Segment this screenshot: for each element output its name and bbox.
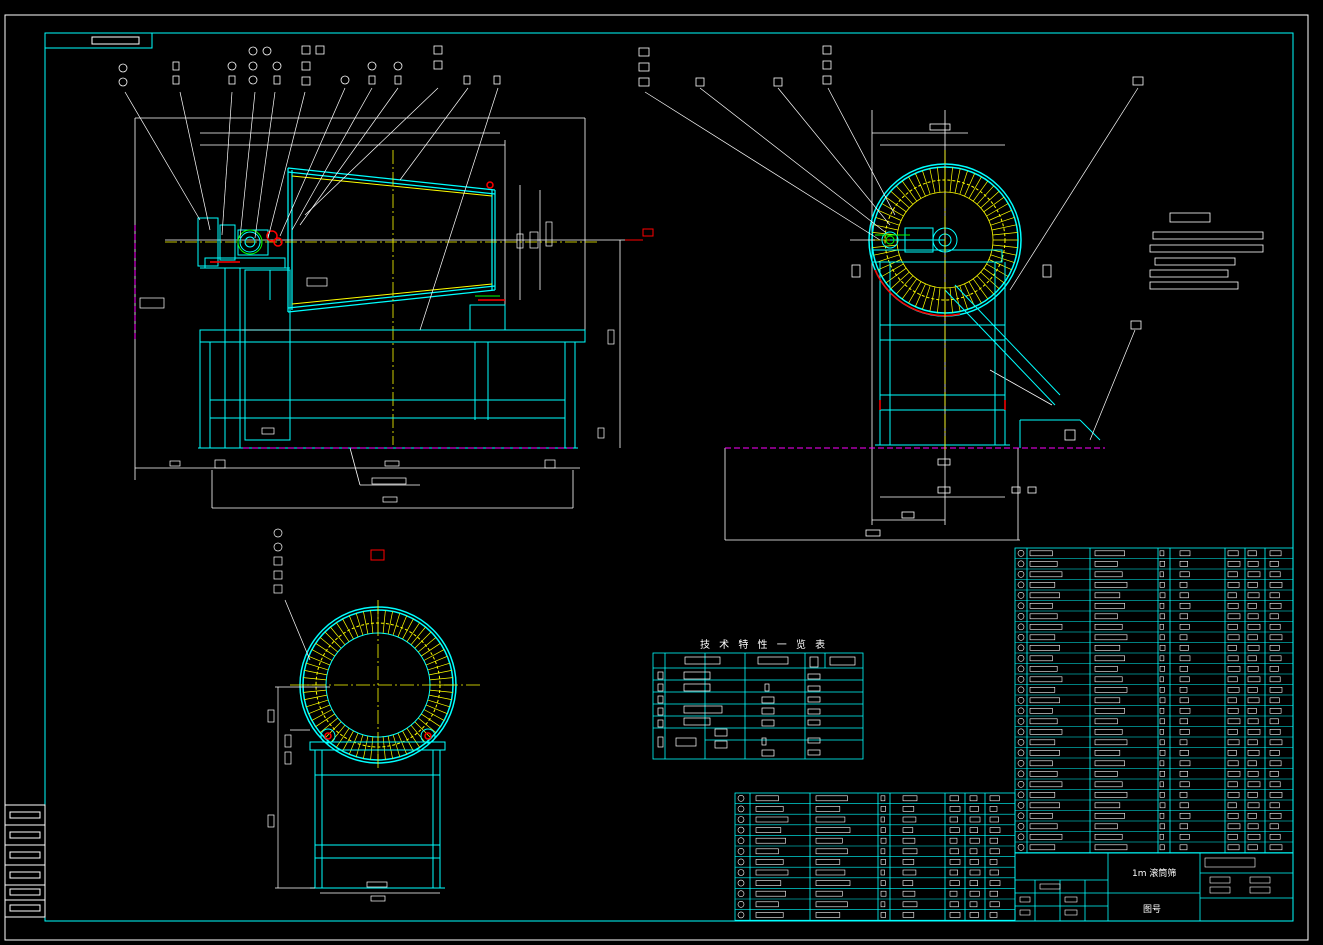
parts-list-lower <box>734 792 1016 922</box>
drawing-title: 1m 滚筒筛 <box>1132 867 1176 879</box>
left-strip-table <box>4 804 46 918</box>
tech-notes <box>1149 212 1264 290</box>
front-view <box>118 45 654 509</box>
title-block: 1m 滚筒筛 图号 <box>1014 852 1294 922</box>
spec-table: 技 术 特 性 一 览 表 <box>652 638 864 760</box>
side-view <box>638 45 1264 541</box>
parts-list-right <box>1014 547 1294 854</box>
drawing-number-label: 图号 <box>1143 904 1161 915</box>
section-view <box>267 528 482 902</box>
spec-table-title: 技 术 特 性 一 览 表 <box>700 638 828 651</box>
drawing-frame <box>4 14 1309 941</box>
